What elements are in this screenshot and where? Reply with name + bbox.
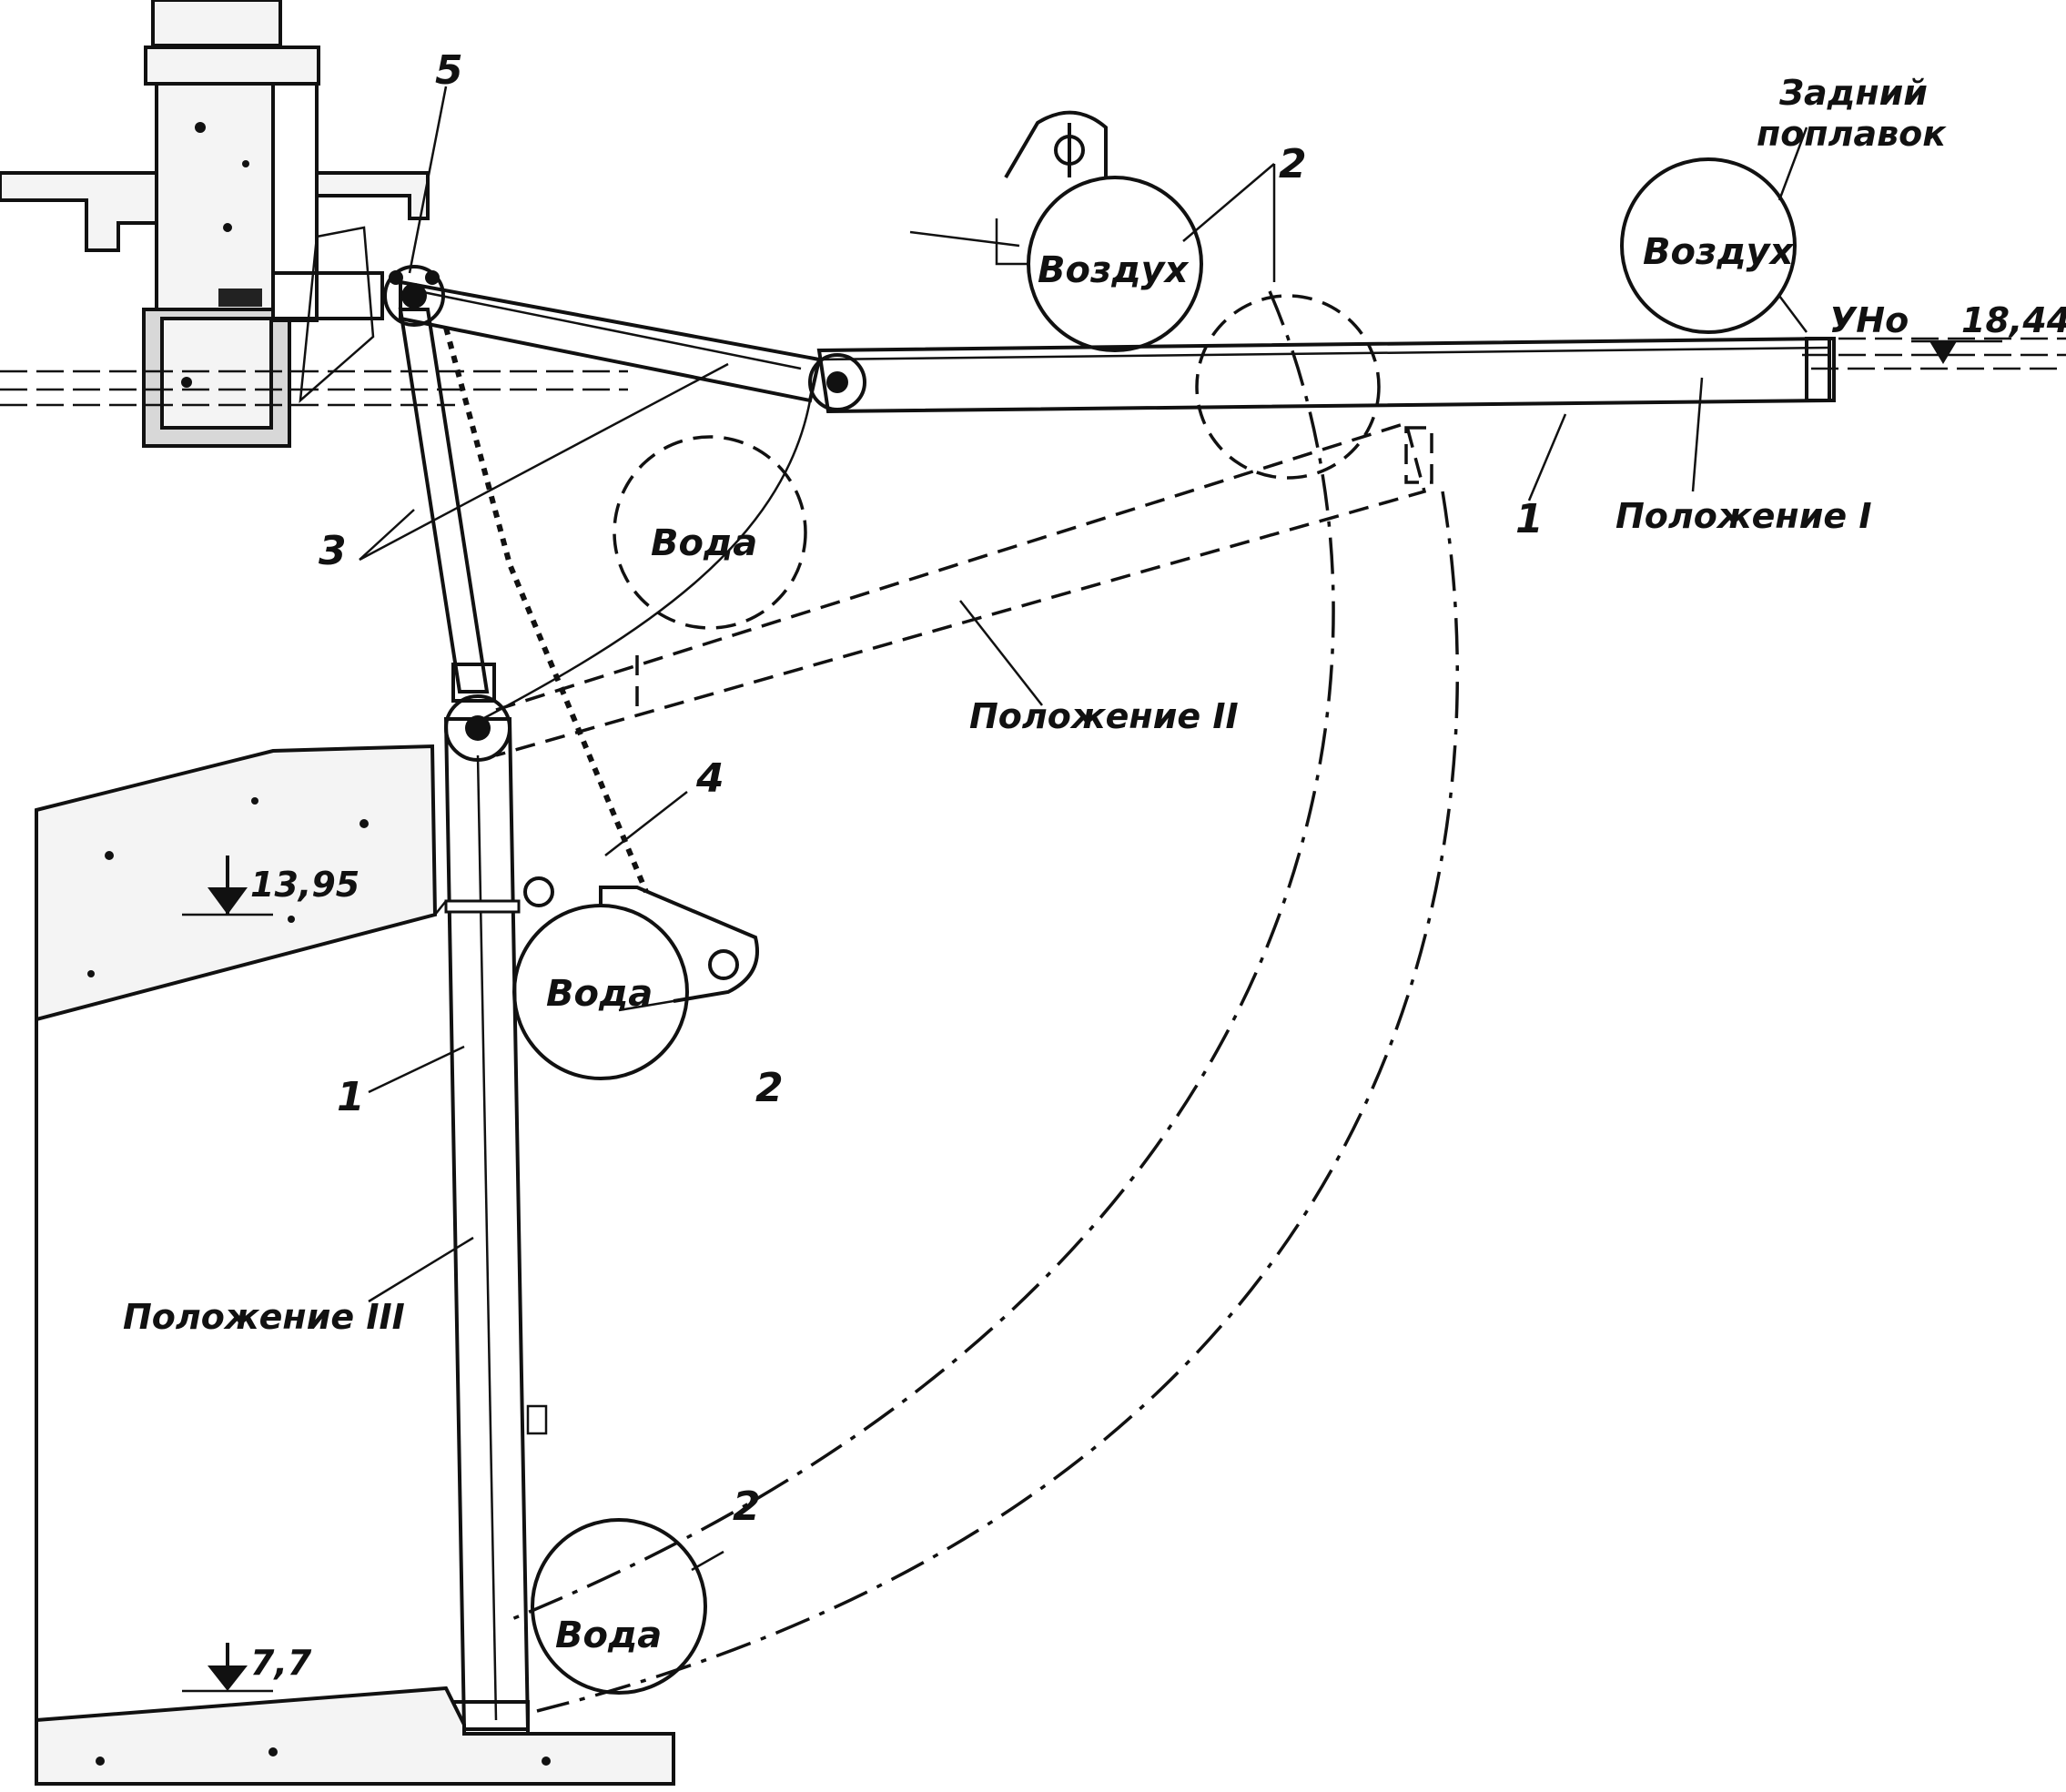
gate-position-2 bbox=[481, 294, 1433, 757]
level-upstream-prefix: УНо bbox=[1829, 300, 1909, 340]
bottom-slab bbox=[35, 1686, 675, 1786]
label-4: 4 bbox=[695, 755, 724, 802]
label-rear-float-1: Задний bbox=[1778, 73, 1928, 113]
float-air-top-label: Воздух bbox=[1038, 249, 1190, 291]
gate-position-1 bbox=[808, 336, 1836, 414]
label-2-mid: 2 bbox=[755, 1065, 784, 1111]
label-5: 5 bbox=[435, 47, 463, 94]
float-water-bottom bbox=[531, 1518, 707, 1695]
float-air-rear-label: Воздух bbox=[1643, 231, 1795, 273]
level-upstream-value: 18,44 bbox=[1961, 300, 2066, 340]
strut-3 bbox=[399, 279, 822, 403]
float-water-dashed-label: Вода bbox=[651, 522, 757, 564]
label-rear-float-2: поплавок bbox=[1757, 114, 1947, 154]
float-water-mid-label: Вода bbox=[546, 973, 653, 1015]
lower-sill bbox=[35, 744, 447, 1729]
chain-4 bbox=[443, 327, 649, 894]
level-marker-sill bbox=[182, 856, 273, 916]
float-air-rear bbox=[1620, 157, 1808, 334]
label-1-lower: 1 bbox=[337, 1074, 365, 1120]
level-sill-value: 13,95 bbox=[250, 865, 360, 905]
float-water-mid bbox=[512, 876, 759, 1080]
leader-lines bbox=[359, 86, 1808, 1572]
float-water-bottom-label: Вода bbox=[555, 1615, 662, 1656]
level-marker-bottom bbox=[182, 1643, 273, 1693]
label-2-top: 2 bbox=[1279, 141, 1307, 187]
level-marker-upstream bbox=[1911, 339, 2002, 364]
label-position-1: Положение I bbox=[1615, 496, 1871, 536]
upstream-water-surface bbox=[0, 337, 2066, 407]
trajectory-arcs bbox=[509, 290, 1459, 1713]
float-air-top bbox=[909, 110, 1203, 352]
label-1-upper: 1 bbox=[1515, 496, 1544, 542]
link-arm bbox=[398, 308, 511, 762]
label-position-2: Положение II bbox=[969, 696, 1239, 736]
label-2-bottom: 2 bbox=[733, 1483, 761, 1530]
level-bottom-value: 7,7 bbox=[250, 1643, 312, 1683]
label-3: 3 bbox=[319, 528, 347, 574]
gate-position-3 bbox=[443, 717, 548, 1736]
upper-pier bbox=[0, 0, 430, 448]
hinge-5 bbox=[383, 265, 445, 327]
label-position-3: Положение III bbox=[123, 1297, 405, 1337]
